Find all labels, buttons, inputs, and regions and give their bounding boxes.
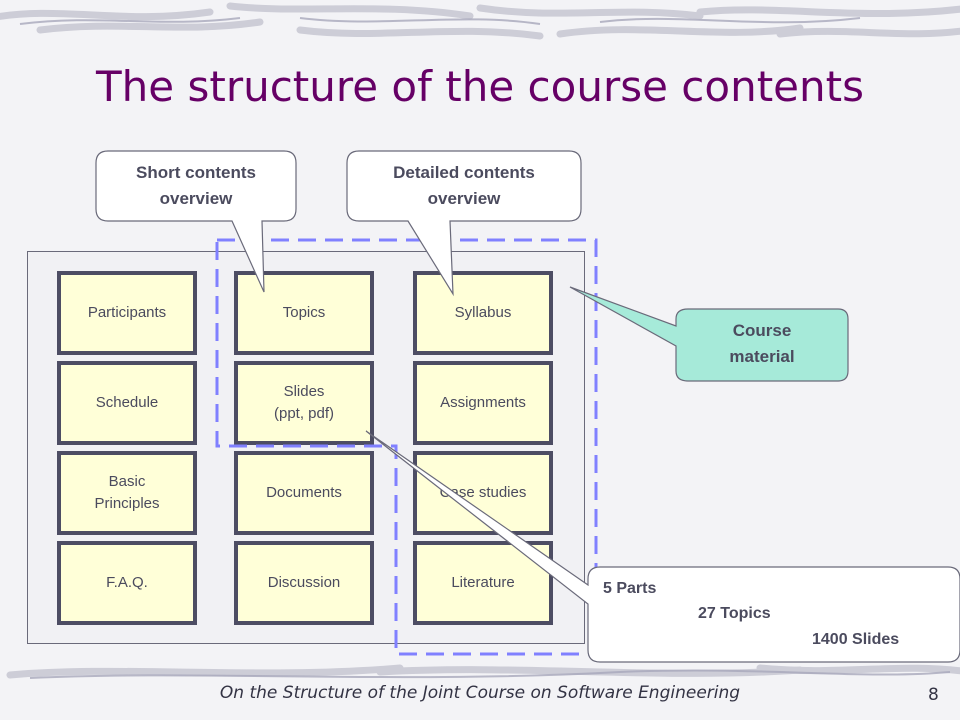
cell-label: Assignments (417, 365, 549, 441)
cell-label: Topics (238, 275, 370, 351)
cell-participants[interactable]: Participants (57, 271, 197, 355)
cell-topics[interactable]: Topics (234, 271, 374, 355)
cell-label: Schedule (61, 365, 193, 441)
cell-discussion[interactable]: Discussion (234, 541, 374, 625)
short-overview-label: Short contents overview (136, 163, 256, 208)
cell-label: Documents (238, 455, 370, 531)
cell-label: Literature (417, 545, 549, 621)
cell-slides[interactable]: Slides (ppt, pdf) (234, 361, 374, 445)
cell-basic-principles[interactable]: Basic Principles (57, 451, 197, 535)
cell-schedule[interactable]: Schedule (57, 361, 197, 445)
cell-label: Case studies (417, 455, 549, 531)
detailed-overview-label: Detailed contents overview (393, 163, 535, 208)
stat-slides: 1400 Slides (812, 631, 900, 648)
cell-syllabus[interactable]: Syllabus (413, 271, 553, 355)
stat-parts: 5 Parts (603, 580, 657, 597)
slide-footer: On the Structure of the Joint Course on … (219, 683, 741, 703)
cell-assignments[interactable]: Assignments (413, 361, 553, 445)
page-number: 8 (928, 685, 939, 705)
cell-label: Syllabus (417, 275, 549, 351)
cell-documents[interactable]: Documents (234, 451, 374, 535)
cell-label: Discussion (238, 545, 370, 621)
stat-topics: 27 Topics (698, 605, 771, 622)
cell-case-studies[interactable]: Case studies (413, 451, 553, 535)
course-material-label: Course material (729, 321, 795, 366)
cell-label: F.A.Q. (61, 545, 193, 621)
slide-title: The structure of the course contents (96, 62, 864, 111)
cell-label: Basic Principles (61, 455, 193, 531)
cell-faq[interactable]: F.A.Q. (57, 541, 197, 625)
cell-label: Slides (ppt, pdf) (238, 365, 370, 441)
cell-literature[interactable]: Literature (413, 541, 553, 625)
cell-label: Participants (61, 275, 193, 351)
